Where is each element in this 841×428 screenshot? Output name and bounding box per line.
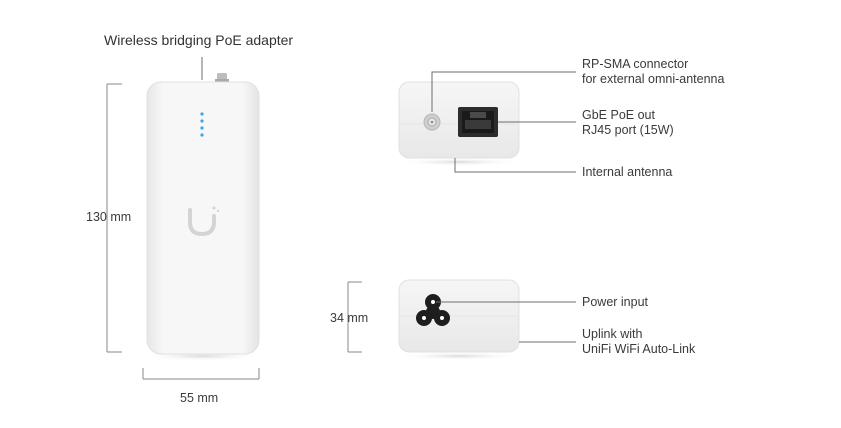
uplink-callout-line1: Uplink with (582, 327, 643, 341)
uplink-callout-label: Uplink with UniFi WiFi Auto-Link (582, 327, 695, 357)
rpsma-callout-label: RP-SMA connector for external omni-anten… (582, 57, 724, 87)
top-view-device (397, 81, 521, 166)
gbe-callout-line1: GbE PoE out (582, 108, 655, 122)
height-dimension-bracket (106, 83, 122, 353)
rpsma-callout-line (431, 71, 576, 112)
rpsma-callout-line2: for external omni-antenna (582, 72, 725, 86)
rpsma-callout-line1: RP-SMA connector (582, 57, 689, 71)
width-dimension-label: 55 mm (180, 391, 219, 405)
front-view-device (140, 73, 264, 361)
status-led-icon (200, 112, 204, 137)
gbe-callout-label: GbE PoE out RJ45 port (15W) (582, 108, 674, 138)
depth-dimension-bracket (347, 281, 362, 353)
antenna-callout-label: Internal antenna (582, 165, 672, 180)
height-dimension-label: 130 mm (86, 210, 132, 224)
depth-dimension-label: 34 mm (330, 311, 369, 325)
uplink-callout-line2: UniFi WiFi Auto-Link (582, 342, 696, 356)
diagram-title: Wireless bridging PoE adapter (104, 32, 294, 48)
width-dimension-bracket (142, 368, 260, 380)
unifi-logo-icon (188, 206, 220, 237)
antenna-callout-line (454, 158, 576, 173)
gbe-callout-line2: RJ45 port (15W) (582, 123, 674, 137)
power-callout-line1: Power input (582, 295, 649, 309)
antenna-callout-line1: Internal antenna (582, 165, 673, 179)
rpsma-connector-icon (423, 113, 441, 131)
power-input-icon (416, 294, 450, 326)
side-view-device (397, 279, 521, 360)
power-callout-label: Power input (582, 295, 648, 310)
rj45-port-icon (458, 107, 498, 137)
